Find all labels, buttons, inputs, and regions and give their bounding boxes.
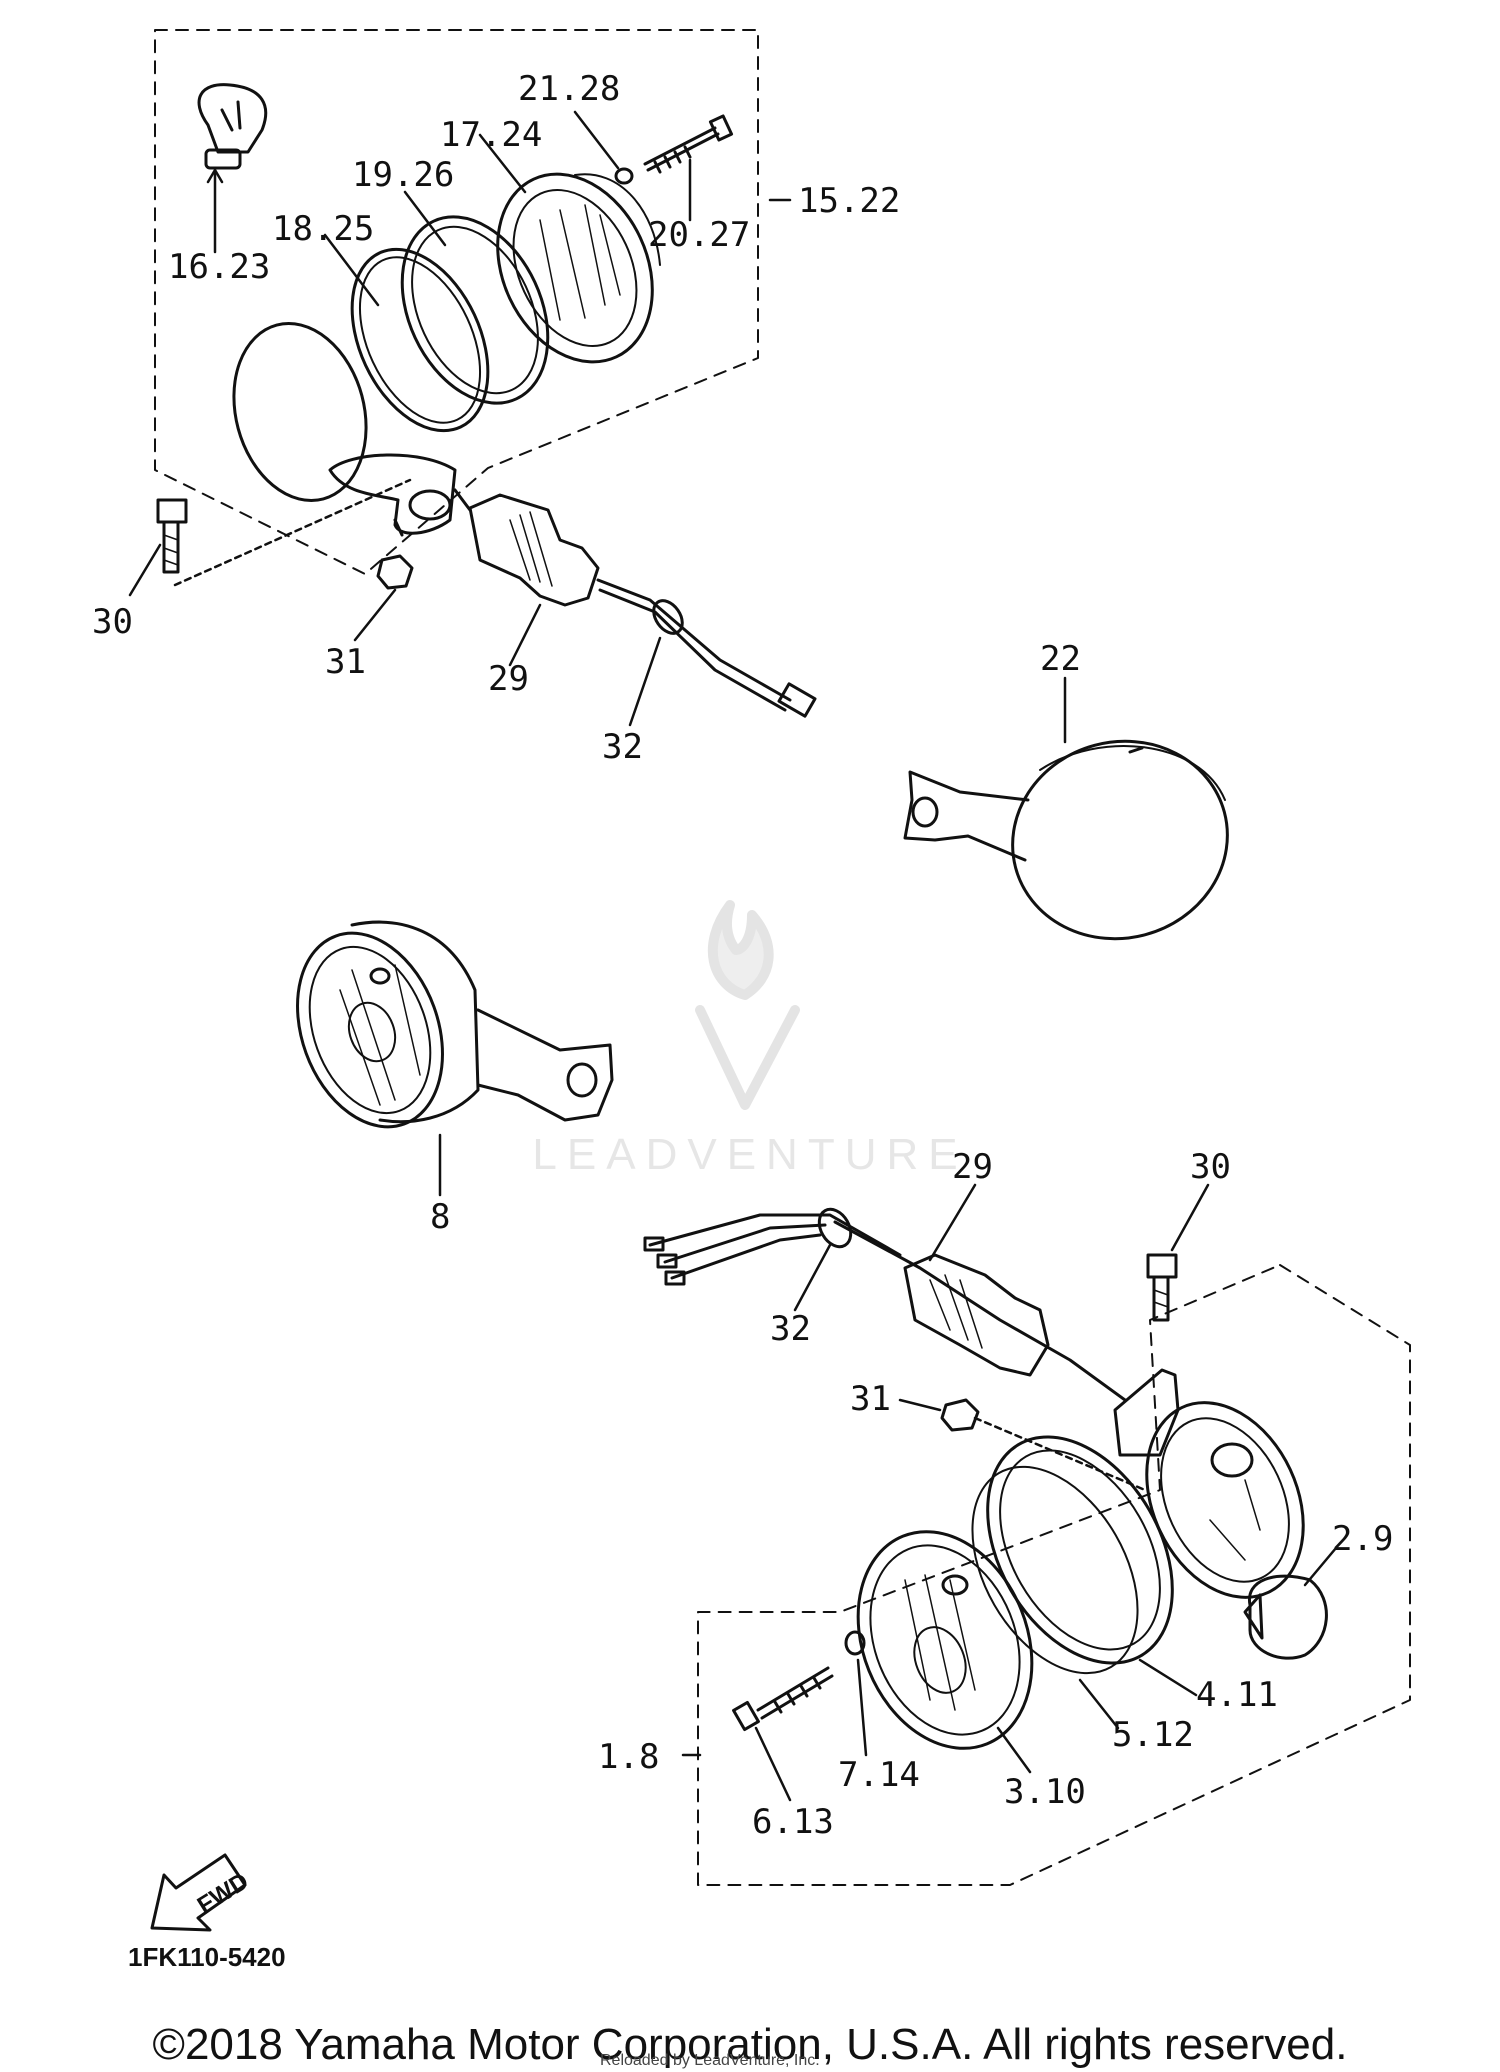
- screw-top: [643, 114, 734, 174]
- callout-16-23: 16.23: [168, 247, 271, 287]
- socket-bottom: [903, 1253, 1050, 1377]
- callout-4-11: 4.11: [1196, 1675, 1278, 1715]
- ring-gasket-top: [350, 247, 490, 433]
- bolt-bottom: [1146, 1253, 1178, 1322]
- top-assembly-dashed-box: [154, 29, 759, 575]
- callout-20-27: 20.27: [648, 215, 751, 255]
- screw-bottom: [732, 1666, 834, 1732]
- reloaded-credit: Reloaded by LeadVenture, Inc.: [600, 2052, 820, 2069]
- callout-31-bottom: 31: [850, 1379, 891, 1419]
- housing-top: [496, 172, 661, 364]
- callout-22: 22: [1040, 639, 1081, 679]
- callout-1-8: 1.8: [598, 1737, 660, 1777]
- nut-bottom: [940, 1398, 980, 1432]
- flasher-assembly-22: [903, 739, 1229, 941]
- callout-29-bottom: 29: [952, 1147, 993, 1187]
- callout-32-top: 32: [602, 727, 643, 767]
- wire-top: [596, 578, 817, 718]
- callout-32-bottom: 32: [770, 1309, 811, 1349]
- callout-5-12: 5.12: [1112, 1715, 1194, 1755]
- bulb-top: [197, 83, 268, 170]
- socket-top: [453, 488, 600, 607]
- callout-31-top: 31: [325, 642, 366, 682]
- callout-30-top: 30: [92, 602, 133, 642]
- bolt-top: [156, 498, 188, 574]
- bottom-assembly-dashed-box: [697, 1264, 1411, 1886]
- watermark-logo: [695, 900, 800, 1110]
- copyright-notice: ©2018 Yamaha Motor Corporation, U.S.A. A…: [152, 2020, 1348, 2069]
- lens-bottom: [856, 1530, 1034, 1750]
- watermark-text: LEADVENTURE: [532, 1130, 968, 1179]
- callout-7-14: 7.14: [838, 1755, 920, 1795]
- callout-29-top: 29: [488, 659, 529, 699]
- housing-bottom: [1113, 1368, 1305, 1599]
- washer-top: [614, 167, 634, 185]
- callout-6-13: 6.13: [752, 1802, 834, 1842]
- fwd-arrow-icon: [150, 1853, 247, 1932]
- callout-2-9: 2.9: [1332, 1519, 1394, 1559]
- stay-bracket-top: [328, 453, 457, 537]
- diagram-code: 1FK110-5420: [128, 1942, 286, 1972]
- callout-18-25: 18.25: [272, 209, 375, 249]
- ring-gasket-bottom: [971, 1465, 1139, 1675]
- leader-lines: [128, 110, 1338, 1802]
- washer-bottom: [844, 1630, 866, 1656]
- wire-bundle-bottom: [643, 1207, 1127, 1402]
- callout-21-28: 21.28: [518, 69, 621, 109]
- ring-rim-top: [400, 215, 550, 405]
- callout-30-bottom: 30: [1190, 1147, 1231, 1187]
- callout-19-26: 19.26: [352, 155, 455, 195]
- bulb-bottom: [1243, 1574, 1328, 1660]
- callout-15-22: 15.22: [798, 181, 901, 221]
- nut-top: [376, 554, 414, 590]
- callout-3-10: 3.10: [1004, 1772, 1086, 1812]
- flasher-assembly-8: [296, 920, 614, 1129]
- callout-8: 8: [430, 1197, 451, 1237]
- callout-17-24: 17.24: [440, 115, 543, 155]
- lens-top: [232, 322, 368, 502]
